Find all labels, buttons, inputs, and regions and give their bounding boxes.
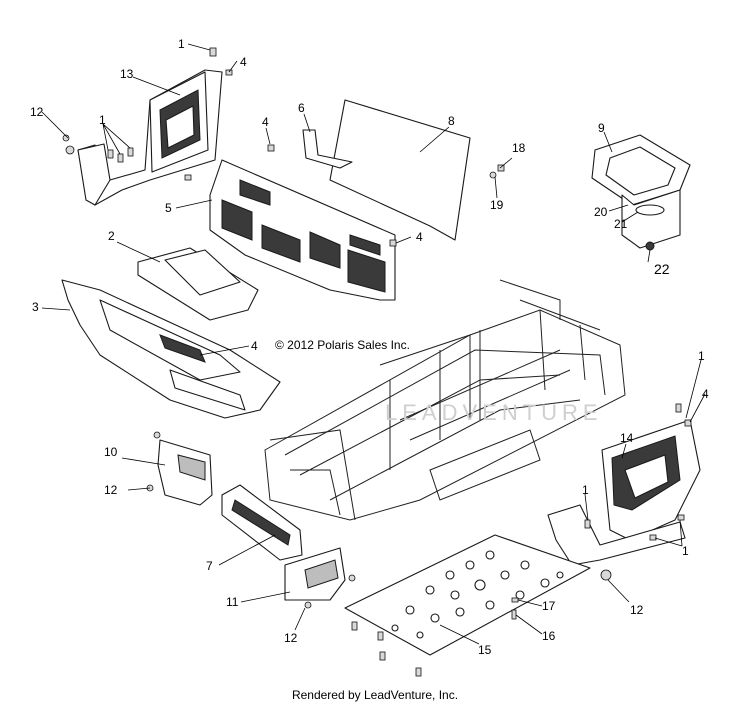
callout-5: 5 xyxy=(165,201,172,215)
callout-4: 4 xyxy=(240,55,247,69)
part-13-left-fender xyxy=(77,69,223,206)
callout-18: 18 xyxy=(512,141,526,155)
callout-1: 1 xyxy=(178,37,185,51)
callout-6: 6 xyxy=(298,101,305,115)
callout-1: 1 xyxy=(99,113,106,127)
callout-1: 1 xyxy=(682,544,689,558)
part-5-bulkhead xyxy=(209,159,396,301)
callout-21: 21 xyxy=(614,217,628,231)
callout-4: 4 xyxy=(251,339,258,353)
callout-15: 15 xyxy=(478,643,492,657)
part-15-skid-plate xyxy=(344,534,591,656)
callout-17: 17 xyxy=(542,599,556,613)
part-9-storage-box xyxy=(591,134,691,249)
part-14-right-fender xyxy=(547,419,701,566)
footer-credit: Rendered by LeadVenture, Inc. xyxy=(291,688,459,702)
callout-16: 16 xyxy=(542,629,556,643)
callout-13: 13 xyxy=(120,67,134,81)
callout-14: 14 xyxy=(620,431,634,445)
part-8-rear-panel xyxy=(329,99,471,241)
vehicle-frame xyxy=(264,279,626,521)
callout-8: 8 xyxy=(448,114,455,128)
callout-12: 12 xyxy=(30,105,44,119)
callout-9: 9 xyxy=(598,121,605,135)
callout-7: 7 xyxy=(206,559,213,573)
callout-1: 1 xyxy=(582,483,589,497)
callout-20: 20 xyxy=(594,205,608,219)
watermark-text: LEADVENTURE xyxy=(385,400,603,425)
leader-lines xyxy=(41,43,706,645)
callout-12: 12 xyxy=(284,631,298,645)
callout-19: 19 xyxy=(490,198,504,212)
callout-12: 12 xyxy=(630,603,644,617)
callout-4: 4 xyxy=(702,387,709,401)
callout-2: 2 xyxy=(108,229,115,243)
callout-1: 1 xyxy=(698,349,705,363)
callout-10: 10 xyxy=(104,445,118,459)
part-11-bracket xyxy=(284,547,346,601)
callout-4: 4 xyxy=(262,115,269,129)
callout-labels: 1 4 13 12 1 6 8 4 5 18 19 9 20 21 22 2 4… xyxy=(30,37,709,657)
part-10-bracket xyxy=(157,439,213,506)
callout-3: 3 xyxy=(32,300,39,314)
part-2-floor-plate xyxy=(137,247,259,321)
copyright-text: © 2012 Polaris Sales Inc. xyxy=(275,338,410,352)
callout-12: 12 xyxy=(104,483,118,497)
part-3-floor-tub xyxy=(61,279,281,419)
skid-plate-holes xyxy=(391,550,564,639)
part-7-trim xyxy=(221,484,303,561)
callout-22: 22 xyxy=(654,261,670,277)
part-6-bracket xyxy=(302,129,353,169)
callout-11: 11 xyxy=(226,595,239,609)
callout-4: 4 xyxy=(416,230,423,244)
